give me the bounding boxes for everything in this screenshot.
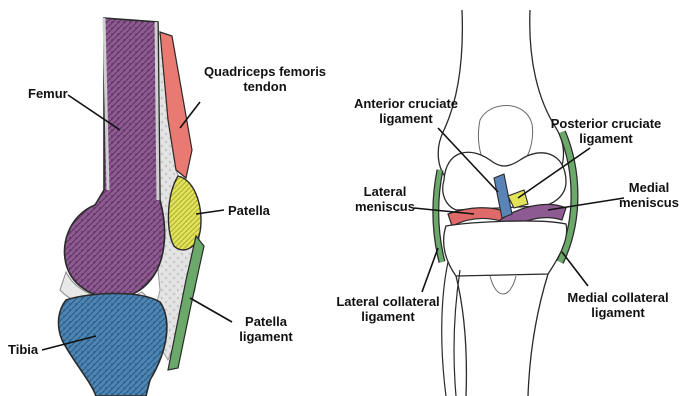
label-patella-ligament-line2: ligament <box>226 329 306 344</box>
label-medial-meniscus: Medial meniscus <box>614 180 684 210</box>
label-lateral-meniscus-line1: Lateral <box>350 184 420 199</box>
label-medial-meniscus-line1: Medial <box>614 180 684 195</box>
tibia-plateau <box>444 221 567 276</box>
label-quadriceps-tendon: Quadriceps femoris tendon <box>190 64 340 94</box>
label-pcl: Posterior cruciate ligament <box>536 116 676 146</box>
label-acl-line1: Anterior cruciate <box>336 96 476 111</box>
label-lateral-meniscus-line2: meniscus <box>350 199 420 214</box>
label-acl-line2: ligament <box>336 111 476 126</box>
label-lcl-line2: ligament <box>318 309 458 324</box>
label-pcl-line2: ligament <box>536 131 676 146</box>
label-mcl-line2: ligament <box>550 305 686 320</box>
label-acl: Anterior cruciate ligament <box>336 96 476 126</box>
tibia-bone <box>59 294 167 396</box>
label-patella-ligament-line1: Patella <box>226 314 306 329</box>
label-pcl-line1: Posterior cruciate <box>536 116 676 131</box>
label-medial-meniscus-line2: meniscus <box>614 195 684 210</box>
label-femur: Femur <box>28 86 68 101</box>
label-patella: Patella <box>228 203 270 218</box>
label-lateral-collateral: Lateral collateral ligament <box>318 294 458 324</box>
femur-bone <box>64 18 164 298</box>
label-mcl-line1: Medial collateral <box>550 290 686 305</box>
label-tibia: Tibia <box>8 342 38 357</box>
label-medial-collateral: Medial collateral ligament <box>550 290 686 320</box>
label-quadriceps-line1: Quadriceps femoris <box>190 64 340 79</box>
label-lcl-line1: Lateral collateral <box>318 294 458 309</box>
label-patella-ligament: Patella ligament <box>226 314 306 344</box>
label-quadriceps-line2: tendon <box>190 79 340 94</box>
label-lateral-meniscus: Lateral meniscus <box>350 184 420 214</box>
